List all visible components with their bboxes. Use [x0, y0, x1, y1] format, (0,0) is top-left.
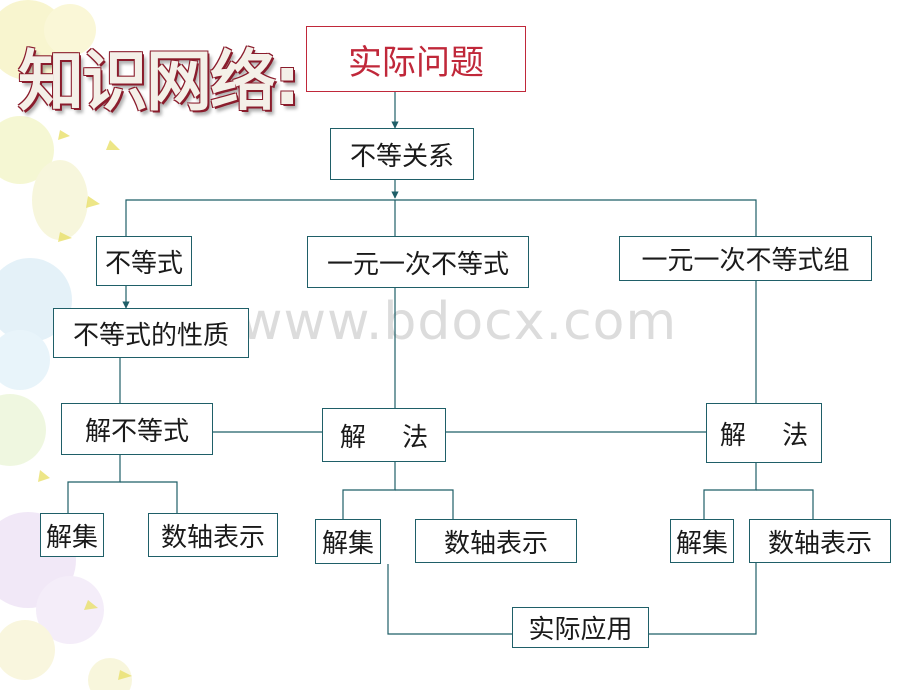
node-number-line-right: 数轴表示 [749, 519, 891, 563]
connector-right-to-application [649, 563, 757, 635]
connector-left-fork-right [120, 481, 178, 513]
connector-left-fork [67, 455, 121, 513]
node-number-line-mid: 数轴表示 [415, 519, 577, 563]
node-solution-set-left: 解集 [40, 513, 104, 557]
node-linear-inequality-system: 一元一次不等式组 [619, 236, 872, 281]
connector-mid-fork-right [395, 489, 454, 519]
node-solve-inequality: 解不等式 [61, 403, 213, 455]
node-method-mid: 解 法 [322, 408, 446, 462]
page-title: 知识网络: [18, 43, 300, 120]
connector-three-way-branch [125, 199, 757, 236]
node-inequality: 不等式 [96, 236, 192, 286]
node-practical-problem: 实际问题 [306, 26, 526, 92]
node-method-right: 解 法 [706, 403, 822, 463]
node-linear-inequality: 一元一次不等式 [307, 236, 529, 288]
node-application: 实际应用 [512, 607, 649, 648]
connector-right-fork-right [756, 489, 814, 519]
connector-mid-to-application [387, 564, 512, 635]
node-solution-set-mid: 解集 [315, 519, 381, 564]
node-inequality-properties: 不等式的性质 [53, 308, 249, 358]
watermark: www.bdocx.com [240, 292, 678, 352]
node-solution-set-right: 解集 [670, 519, 734, 563]
connector-mid-fork [342, 462, 396, 519]
node-number-line-left: 数轴表示 [148, 513, 278, 557]
connector-right-fork [703, 463, 757, 519]
node-inequality-relation: 不等关系 [330, 128, 474, 180]
